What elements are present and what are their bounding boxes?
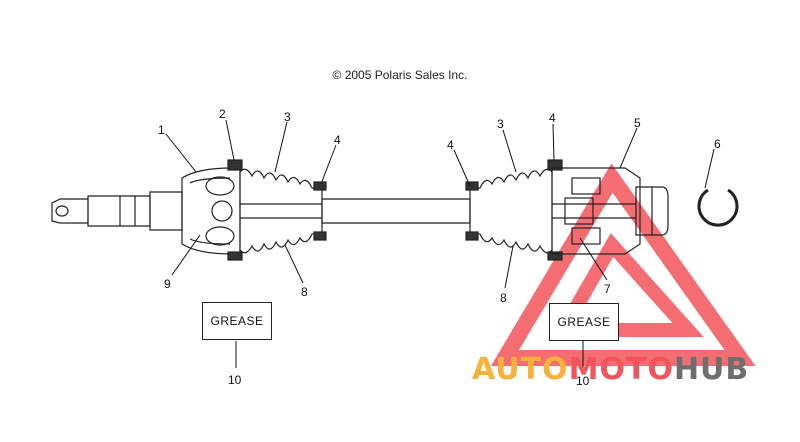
brand-part-auto: AUTO <box>472 352 569 387</box>
left-boot <box>227 159 327 261</box>
callout-8-left: 8 <box>301 285 308 299</box>
callout-4-mid: 4 <box>447 138 454 152</box>
callout-10-right: 10 <box>576 374 590 388</box>
callout-9: 9 <box>164 277 171 291</box>
right-cv-joint-housing <box>551 167 641 255</box>
grease-box-right: GREASE <box>549 303 619 341</box>
brand-part-hub: HUB <box>673 352 750 387</box>
callout-3-left: 3 <box>284 110 291 124</box>
brand-part-moto: MOTO <box>568 352 674 387</box>
copyright-notice: © 2005 Polaris Sales Inc. <box>332 68 468 82</box>
right-stub-shaft <box>635 186 669 236</box>
callout-2: 2 <box>219 107 226 121</box>
center-shaft <box>240 198 471 224</box>
callout-10-left: 10 <box>228 373 242 387</box>
right-boot <box>465 159 563 261</box>
callout-4-left: 4 <box>334 133 341 147</box>
left-stub-shaft <box>51 191 183 231</box>
callout-7: 7 <box>604 282 611 296</box>
callout-5: 5 <box>634 116 641 130</box>
watermark-triangle-logo <box>490 163 756 366</box>
grease-box-left: GREASE <box>202 302 272 340</box>
callout-3-right: 3 <box>497 117 504 131</box>
callout-4-right: 4 <box>549 111 556 125</box>
circlip <box>697 188 739 227</box>
callout-8-right: 8 <box>500 291 507 305</box>
callout-6: 6 <box>714 137 721 151</box>
callout-1-left: 1 <box>158 123 165 137</box>
watermark-brand-text: AUTOMOTOHUB <box>472 352 749 387</box>
callout-labels: 1 2 3 4 9 8 4 3 4 5 6 8 7 10 10 <box>158 107 721 388</box>
leader-lines <box>165 119 715 368</box>
left-cv-joint-housing <box>181 167 241 255</box>
